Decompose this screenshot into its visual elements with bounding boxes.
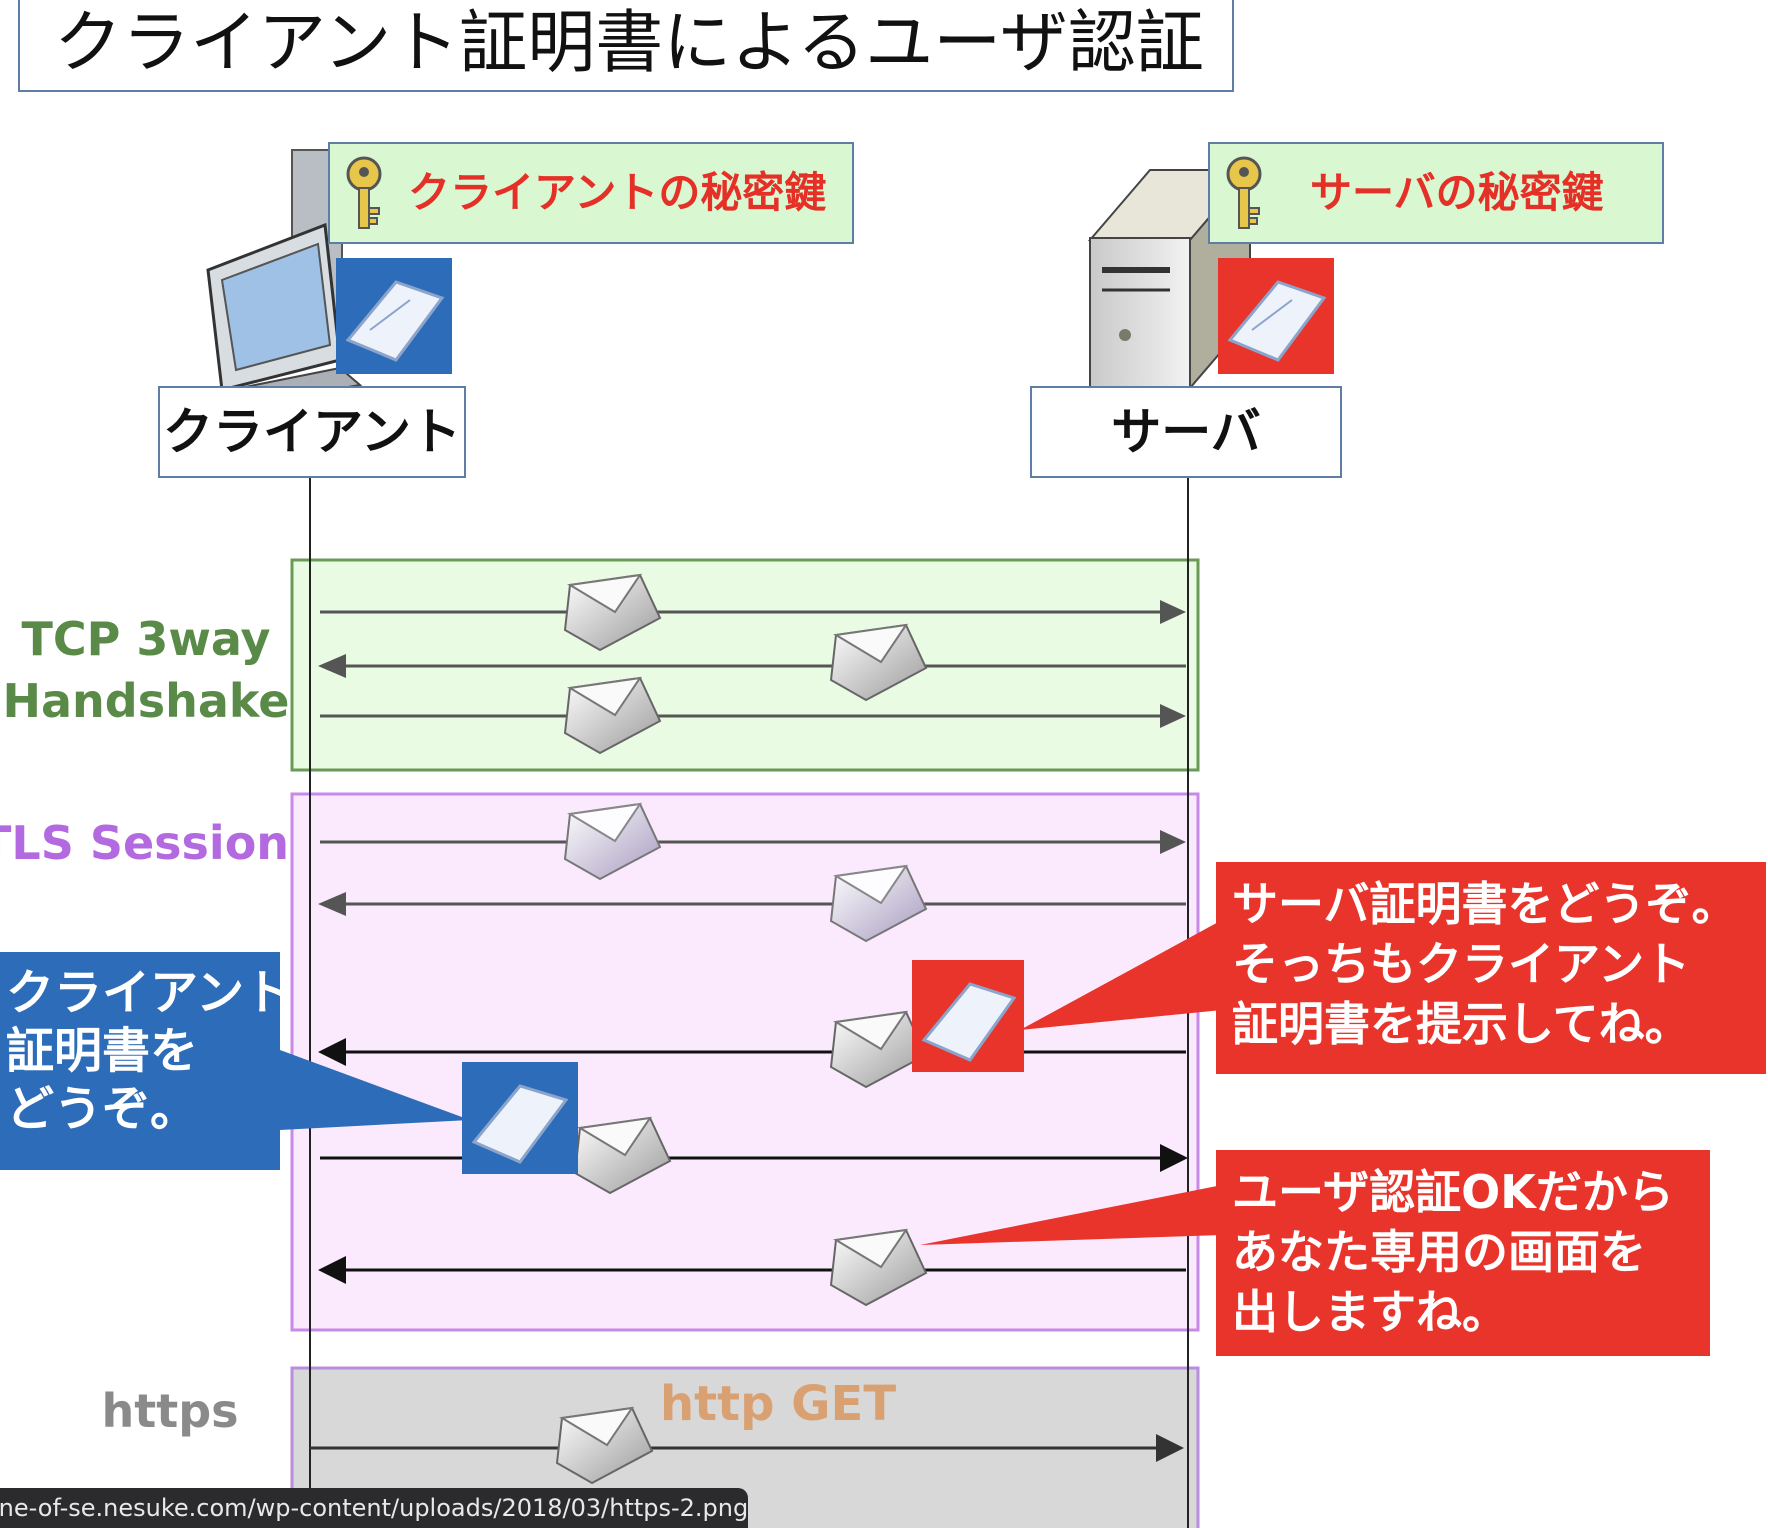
diagram-title: クライアント証明書によるユーザ認証: [18, 0, 1234, 92]
server-cert-callout: サーバ証明書をどうぞ。 そっちもクライアント 証明書を提示してね。: [1216, 862, 1766, 1074]
callout-line: あなた専用の画面を: [1232, 1225, 1646, 1279]
client-private-key-box: クライアントの秘密鍵: [328, 142, 854, 244]
key-icon: [342, 154, 386, 269]
auth-ok-callout-pointer: [920, 1185, 1222, 1245]
tls-client-hello-arrow: [320, 830, 1186, 854]
tcp-phase-label-line: TCP 3way: [21, 612, 271, 666]
tls-phase-label: TLS Session: [0, 816, 290, 870]
client-certificate-in-transit-icon: [462, 1062, 578, 1174]
auth-ok-arrow: [318, 1256, 1186, 1284]
packet-envelope-icon: [829, 1228, 928, 1307]
callout-line: どうぞ。: [6, 1081, 199, 1137]
packet-envelope-icon: [563, 676, 662, 755]
callout-line: サーバ証明書をどうぞ。: [1232, 877, 1738, 931]
https-phase-label: https: [101, 1384, 239, 1438]
tls-server-hello-arrow: [318, 892, 1186, 916]
packet-envelope-icon: [829, 1010, 928, 1089]
tcp-synack-arrow: [318, 654, 1186, 678]
client-cert-callout-pointer: [280, 1050, 470, 1130]
server-certificate-icon: [1218, 258, 1334, 374]
client-certificate-icon: [336, 258, 452, 374]
callout-line: 証明書を: [6, 1023, 199, 1079]
status-bar-url: one-of-se.nesuke.com/wp-content/uploads/…: [0, 1488, 748, 1528]
packet-envelope-icon: [829, 864, 928, 943]
tcp-phase-label: TCP 3way Handshake: [0, 608, 292, 732]
packet-envelope-icon: [563, 573, 662, 652]
server-cert-callout-pointer: [1020, 920, 1222, 1030]
server-certificate-arrow: [318, 1038, 1186, 1066]
packet-envelope-icon: [829, 623, 928, 702]
http-get-label: http GET: [660, 1376, 897, 1432]
tls-phase-frame: [290, 792, 1200, 1332]
client-actor-label: クライアント: [158, 386, 466, 478]
key-icon: [1222, 154, 1266, 269]
auth-ok-callout: ユーザ認証OKだから あなた専用の画面を 出しますね。: [1216, 1150, 1710, 1356]
callout-line: クライアント: [6, 965, 293, 1021]
client-certificate-arrow: [320, 1144, 1188, 1172]
tcp-phase-label-line: Handshake: [2, 674, 290, 728]
packet-envelope-icon: [555, 1406, 654, 1485]
server-private-key-label: サーバの秘密鍵: [1310, 168, 1604, 217]
server-certificate-in-transit-icon: [912, 960, 1024, 1072]
http-get-arrow: [310, 1434, 1184, 1462]
callout-line: 証明書を提示してね。: [1232, 997, 1691, 1051]
packet-envelope-icon: [563, 802, 662, 881]
client-private-key-label: クライアントの秘密鍵: [408, 168, 827, 217]
tcp-syn-arrow: [320, 600, 1186, 624]
tcp-ack-arrow: [320, 704, 1186, 728]
callout-line: ユーザ認証OKだから: [1232, 1165, 1674, 1219]
callout-line: そっちもクライアント: [1232, 937, 1691, 991]
server-actor-label: サーバ: [1030, 386, 1342, 478]
callout-line: 出しますね。: [1232, 1285, 1508, 1339]
client-cert-callout: クライアント 証明書を どうぞ。: [0, 952, 293, 1170]
server-private-key-box: サーバの秘密鍵: [1208, 142, 1664, 244]
status-bar-url-text: one-of-se.nesuke.com/wp-content/uploads/…: [0, 1494, 748, 1522]
